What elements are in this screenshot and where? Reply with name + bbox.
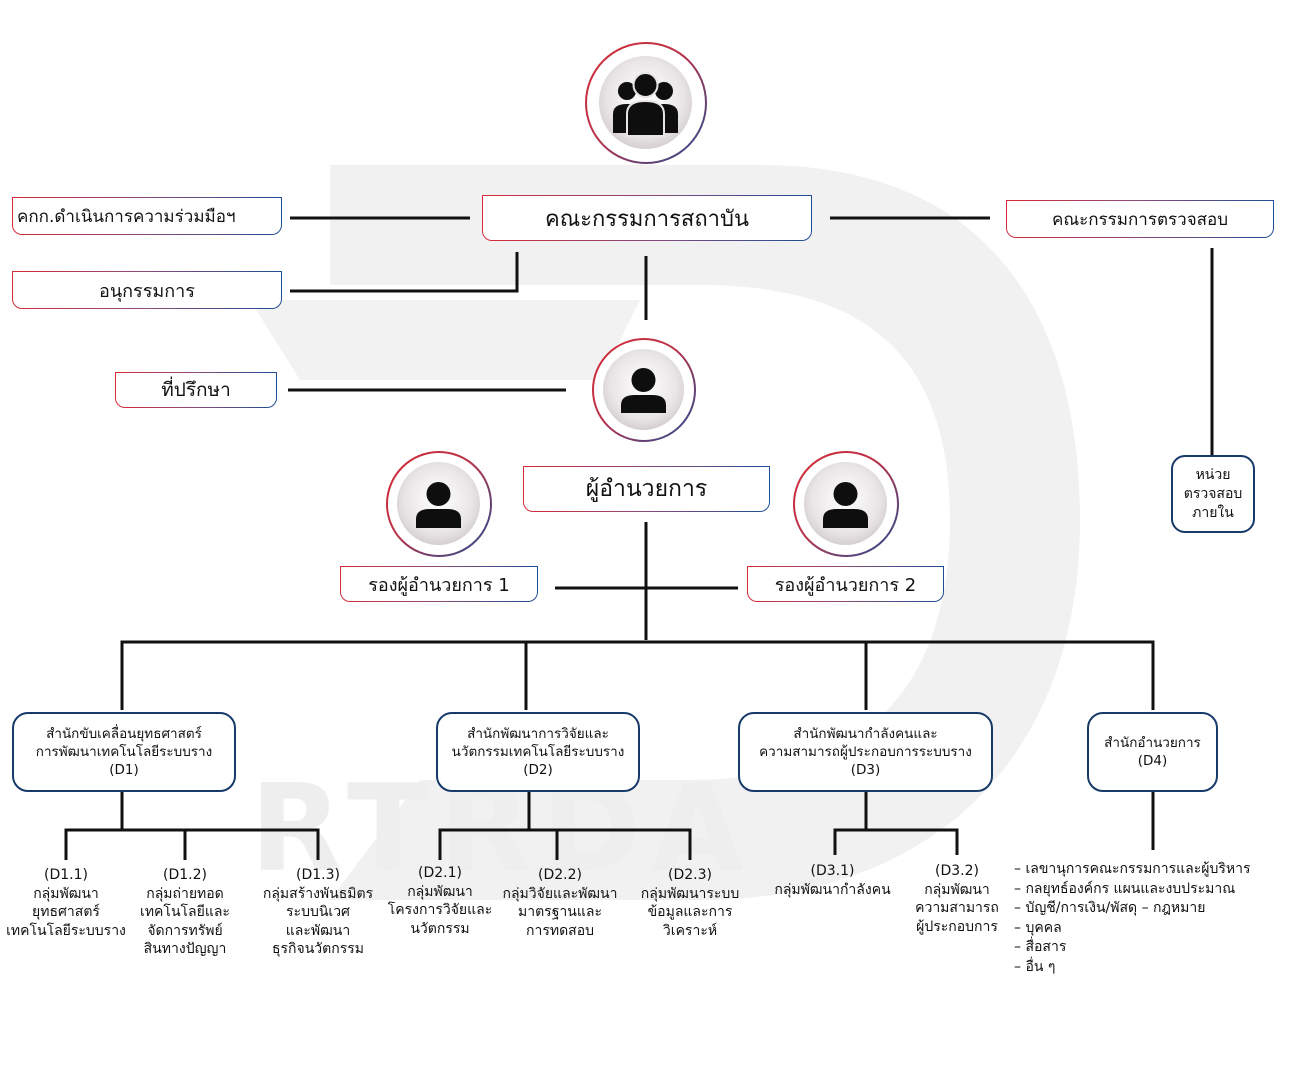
group-d2-3: (D2.3) กลุ่มพัฒนาระบบ ข้อมูลและการ วิเคร… [630, 866, 750, 940]
office-line: (D2) [523, 762, 553, 778]
group-line: ข้อมูลและการ [647, 904, 733, 920]
group-d3-2: (D3.2) กลุ่มพัฒนา ความสามารถ ผู้ประกอบกา… [897, 862, 1017, 936]
group-line: กลุ่มสร้างพันธมิตร [262, 885, 374, 902]
office-line: สำนักอำนวยการ [1104, 735, 1201, 751]
board-avatar [585, 42, 707, 164]
line-offices-bus [120, 640, 1155, 710]
deputy2-box: รองผู้อำนวยการ 2 [747, 566, 944, 602]
internal-audit-box: หน่วย ตรวจสอบ ภายใน [1171, 455, 1255, 533]
internal-audit-line: ตรวจสอบ [1183, 485, 1243, 502]
deputy1-avatar [386, 451, 492, 557]
group-line: กลุ่มพัฒนาระบบ [640, 885, 740, 902]
board-box: คณะกรรมการสถาบัน [482, 195, 812, 241]
office-d3: สำนักพัฒนากำลังคนและ ความสามารถผู้ประกอบ… [738, 712, 993, 792]
cooperation-label: คกก.ดำเนินการความร่วมมือฯ [17, 206, 236, 227]
group-line: มาตรฐานและ [518, 904, 602, 920]
group-line: ยุทธศาสตร์ [32, 904, 100, 920]
office-line: (D1) [109, 762, 139, 778]
group-d1-1: (D1.1) กลุ่มพัฒนา ยุทธศาสตร์ เทคโนโลยีระ… [0, 866, 136, 940]
office-line: (D4) [1137, 753, 1168, 769]
group-d2-2: (D2.2) กลุ่มวิจัยและพัฒนา มาตรฐานและ การ… [490, 866, 630, 940]
group-line: เทคโนโลยีระบบราง [6, 922, 126, 939]
group-line: กลุ่มวิจัยและพัฒนา [502, 885, 618, 902]
group-line: (D3.1) [810, 863, 855, 879]
list-item: เลขานุการคณะกรรมการและผู้บริหาร [1014, 860, 1250, 880]
group-line: กลุ่มพัฒนา [33, 885, 99, 902]
person-icon [416, 482, 461, 528]
list-item: อื่น ๆ [1014, 958, 1251, 978]
office-line: (D3) [850, 762, 881, 778]
group-line: กลุ่มพัฒนา [924, 881, 990, 898]
advisor-box: ที่ปรึกษา [115, 372, 277, 408]
audit-committee-label: คณะกรรมการตรวจสอบ [1051, 209, 1229, 230]
office-line: นวัตกรรมเทคโนโลยีระบบราง [451, 744, 625, 760]
group-line: กลุ่มพัฒนา [407, 883, 473, 900]
group-d3-1: (D3.1) กลุ่มพัฒนากำลังคน [760, 862, 905, 899]
office-line: การพัฒนาเทคโนโลยีระบบราง [35, 744, 213, 760]
office-line: สำนักพัฒนากำลังคนและ [793, 726, 938, 742]
group-line: สินทางปัญญา [143, 941, 227, 957]
group-line: วิเคราะห์ [662, 922, 718, 939]
group-line: ความสามารถ [915, 900, 999, 916]
deputy2-label: รองผู้อำนวยการ 2 [774, 574, 917, 596]
director-box: ผู้อำนวยการ [523, 466, 770, 512]
deputy1-label: รองผู้อำนวยการ 1 [368, 574, 510, 596]
group-line: (D1.2) [163, 867, 207, 883]
list-item: กลยุทธ์องค์กร แผนและงบประมาณ [1014, 880, 1251, 900]
group-line: (D3.2) [935, 863, 979, 879]
group-line: โครงการวิจัยและ [387, 902, 493, 918]
director-label: ผู้อำนวยการ [585, 476, 708, 502]
group-line: ระบบนิเวศ [286, 904, 350, 920]
list-item: สื่อสาร [1014, 938, 1251, 958]
deputy1-box: รองผู้อำนวยการ 1 [340, 566, 538, 602]
subcommittee-box: อนุกรรมการ [12, 271, 282, 309]
group-line: กลุ่มพัฒนากำลังคน [774, 881, 891, 898]
subcommittee-label: อนุกรรมการ [99, 280, 195, 302]
line-d2-groups [438, 828, 692, 860]
list-item: บุคคล [1014, 919, 1251, 939]
director-avatar [592, 338, 696, 442]
group-d1-2: (D1.2) กลุ่มถ่ายทอด เทคโนโลยีและ จัดการท… [125, 866, 245, 959]
d4-items-list: เลขานุการคณะกรรมการและผู้บริหาร กลยุทธ์อ… [1014, 860, 1251, 978]
group-line: และพัฒนา [285, 922, 351, 939]
audit-committee-box: คณะกรรมการตรวจสอบ [1006, 200, 1274, 238]
office-d1: สำนักขับเคลื่อนยุทธศาสตร์ การพัฒนาเทคโนโ… [12, 712, 236, 792]
person-icon [621, 368, 666, 413]
list-item: บัญชี/การเงิน/พัสดุ – กฎหมาย [1014, 899, 1251, 919]
advisor-label: ที่ปรึกษา [161, 379, 231, 401]
office-d4: สำนักอำนวยการ (D4) [1087, 712, 1218, 792]
group-line: ธุรกิจนวัตกรรม [271, 941, 364, 957]
office-line: สำนักขับเคลื่อนยุทธศาสตร์ [46, 726, 202, 742]
board-label: คณะกรรมการสถาบัน [545, 206, 749, 232]
group-line: (D2.2) [538, 867, 582, 883]
group-line: กลุ่มถ่ายทอด [146, 885, 224, 902]
deputy2-avatar [793, 451, 899, 557]
group-line: การทดสอบ [525, 922, 595, 939]
group-line: (D1.1) [44, 867, 88, 883]
watermark-logo-stripe [250, 300, 640, 380]
group-line: (D2.1) [418, 865, 462, 881]
line-board-subcommittee [290, 252, 519, 293]
group-line: ผู้ประกอบการ [916, 918, 998, 935]
office-line: ความสามารถผู้ประกอบการระบบราง [759, 744, 972, 760]
person-icon [823, 482, 868, 528]
internal-audit-line: ภายใน [1192, 504, 1234, 521]
line-d3-groups [833, 828, 959, 855]
internal-audit-line: หน่วย [1195, 466, 1231, 483]
group-line: (D1.3) [296, 867, 340, 883]
office-d2: สำนักพัฒนาการวิจัยและ นวัตกรรมเทคโนโลยีร… [436, 712, 640, 792]
group-d2-1: (D2.1) กลุ่มพัฒนา โครงการวิจัยและ นวัตกร… [375, 864, 505, 938]
group-people-icon [613, 72, 678, 137]
office-line: สำนักพัฒนาการวิจัยและ [467, 726, 609, 742]
group-line: จัดการทรัพย์ [147, 922, 223, 939]
group-d1-3: (D1.3) กลุ่มสร้างพันธมิตร ระบบนิเวศ และพ… [248, 866, 388, 959]
line-d1-groups [64, 828, 320, 860]
group-line: เทคโนโลยีและ [140, 904, 230, 920]
cooperation-box: คกก.ดำเนินการความร่วมมือฯ [12, 197, 282, 235]
group-line: นวัตกรรม [410, 920, 470, 937]
group-line: (D2.3) [668, 867, 712, 883]
